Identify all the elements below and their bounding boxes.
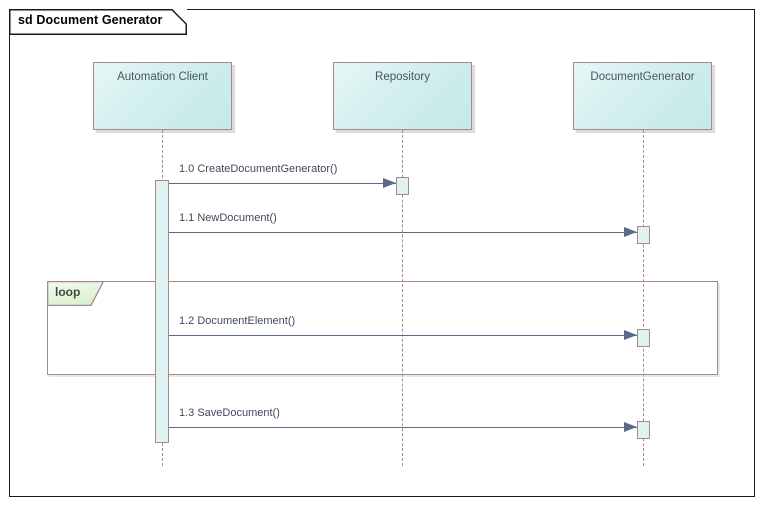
- fragment-loop-operator-tab: loop: [47, 281, 104, 306]
- message-line-1-2: [169, 335, 637, 336]
- lifeline-label-repository: Repository: [375, 71, 430, 83]
- message-line-1-3: [169, 427, 637, 428]
- message-arrowhead-1-1: [624, 227, 637, 237]
- lifeline-head-repository[interactable]: Repository: [333, 62, 472, 130]
- lifeline-label-automation-client: Automation Client: [117, 71, 208, 83]
- activation-bar-automation-client[interactable]: [155, 180, 169, 443]
- activation-bar-repository-1[interactable]: [396, 177, 409, 195]
- message-arrowhead-1-3: [624, 422, 637, 432]
- title-tab-shape: [9, 9, 187, 35]
- fragment-loop[interactable]: [47, 281, 718, 375]
- lifeline-label-documentgenerator: DocumentGenerator: [590, 71, 695, 83]
- message-label-1-1: 1.1 NewDocument(): [179, 212, 277, 224]
- fragment-loop-label: loop: [55, 285, 81, 299]
- message-label-1-3: 1.3 SaveDocument(): [179, 407, 280, 419]
- lifeline-dash-repository: [402, 130, 403, 466]
- loop-tab-shape: [47, 281, 104, 306]
- message-line-1-1: [169, 232, 637, 233]
- lifeline-dash-documentgenerator: [643, 130, 644, 466]
- activation-bar-documentgenerator-2[interactable]: [637, 329, 650, 347]
- lifeline-head-documentgenerator[interactable]: DocumentGenerator: [573, 62, 712, 130]
- message-line-1-0: [169, 183, 396, 184]
- message-label-1-2: 1.2 DocumentElement(): [179, 315, 296, 327]
- activation-bar-documentgenerator-1[interactable]: [637, 226, 650, 244]
- lifeline-head-automation-client[interactable]: Automation Client: [93, 62, 232, 130]
- diagram-title-tab: sd Document Generator: [9, 9, 187, 35]
- page-title: sd Document Generator: [18, 13, 163, 27]
- activation-bar-documentgenerator-3[interactable]: [637, 421, 650, 439]
- message-arrowhead-1-0: [383, 178, 396, 188]
- message-label-1-0: 1.0 CreateDocumentGenerator(): [179, 163, 338, 175]
- message-arrowhead-1-2: [624, 330, 637, 340]
